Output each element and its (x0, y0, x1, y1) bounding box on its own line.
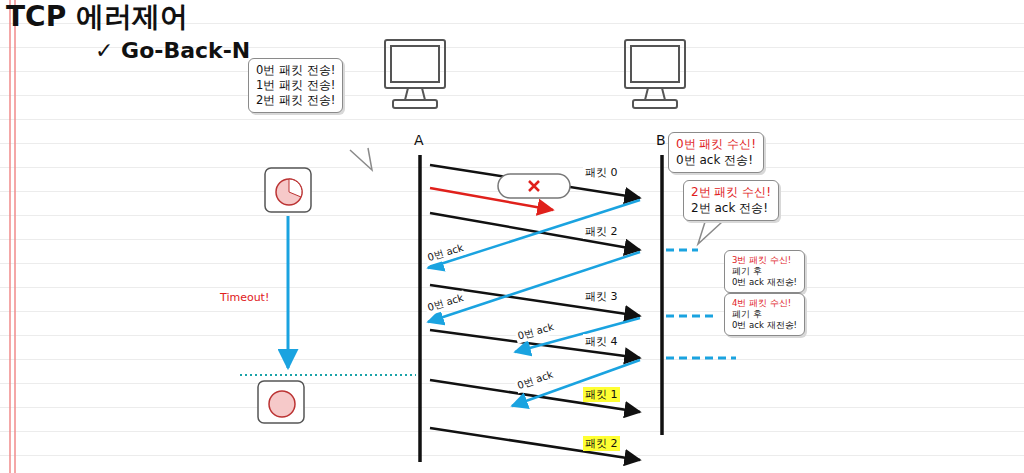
timeline (418, 155, 422, 462)
computer-icon (625, 40, 685, 108)
callout-text: 0번 ack 전송! (676, 153, 756, 169)
loss-mark (498, 174, 570, 198)
callout-text: 1번 패킷 전송! (256, 78, 335, 93)
computer-icon (385, 40, 445, 108)
timer-icon (265, 168, 311, 212)
callout-tail (350, 148, 372, 170)
arrow-label: 패킷 3 (583, 289, 620, 304)
arrow-label: 패킷 0 (583, 165, 620, 180)
speech-callout: 0번 패킷 수신!0번 ack 전송! (668, 132, 764, 173)
arrow-label: 패킷 2 (583, 436, 620, 451)
arrow-label: 패킷 4 (583, 334, 620, 349)
host-label: A (414, 132, 424, 148)
margin-line (9, 0, 11, 473)
arrow-label: Timeout! (218, 291, 271, 304)
callout-text: 4번 패킷 수신! (732, 298, 797, 309)
callout-text: 0번 ack 재전송! (732, 320, 797, 331)
timeline (660, 155, 664, 435)
timer-arrow (287, 216, 290, 368)
callout-text: 2번 패킷 수신! (691, 185, 771, 201)
callout-text: 0번 패킷 전송! (256, 63, 335, 78)
callout-text: 폐기 후 (732, 266, 797, 277)
arrow-label: 패킷 1 (583, 387, 620, 402)
timeout-line (240, 374, 416, 376)
speech-callout: 4번 패킷 수신!폐기 후0번 ack 재전송! (724, 293, 805, 336)
callout-text: 0번 패킷 수신! (676, 137, 756, 153)
callout-text: 2번 ack 전송! (691, 201, 771, 217)
callout-text: 2번 패킷 전송! (256, 93, 335, 108)
callout-text: 0번 ack 재전송! (732, 277, 797, 288)
callout-text: 3번 패킷 수신! (732, 255, 797, 266)
speech-callout: 3번 패킷 수신!폐기 후0번 ack 재전송! (724, 250, 805, 293)
speech-callout: 0번 패킷 전송!1번 패킷 전송!2번 패킷 전송! (248, 58, 343, 113)
callout-tail (698, 222, 722, 244)
host-label: B (656, 132, 666, 148)
timer-icon (258, 381, 304, 423)
margin-line (14, 0, 16, 473)
arrow-label: 패킷 2 (583, 224, 620, 239)
speech-callout: 2번 패킷 수신!2번 ack 전송! (683, 180, 779, 221)
title: TCP 에러제어 (6, 0, 188, 36)
subtitle: ✓ Go-Back-N (95, 38, 250, 63)
callout-text: 폐기 후 (732, 309, 797, 320)
